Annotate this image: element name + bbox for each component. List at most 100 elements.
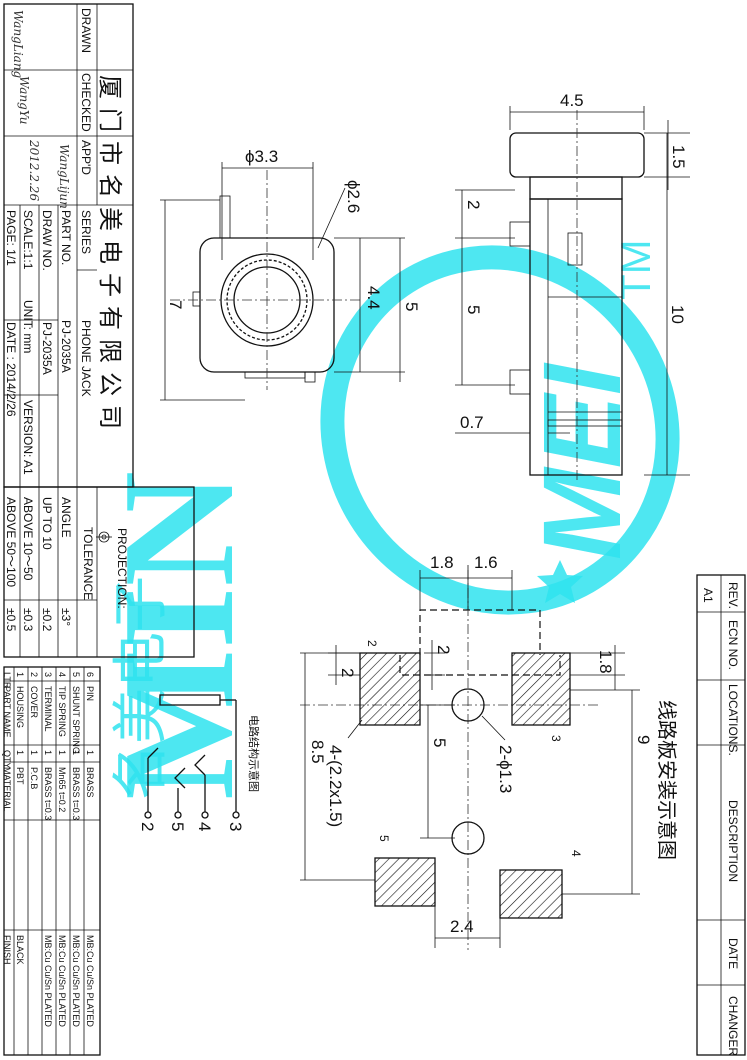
scale-text: SCALE:1:1 [21,210,35,270]
bom-cell-3-0: 3 [43,672,53,677]
watermark-tm: TM [612,239,659,300]
bom-header-0: LTR [2,672,12,689]
rev-header-4: DATE [726,938,740,969]
projection-symbol-icon [96,531,112,543]
projection-label: PROJECTION: [115,528,129,609]
drawn-signature: WangLiang [11,10,25,79]
tol-value-3: ±0.5 [4,608,18,632]
side-view: 4.5 1.5 2 5 10 0.7 [455,91,690,480]
dim-phi33: ϕ3.3 [245,147,278,166]
tol-range-1: UP TO 10 [40,497,54,550]
dim-5c: 5 [430,738,449,747]
pad-5 [374,857,436,907]
dim-9: 9 [634,735,653,744]
revision-table: REV. ECN NO. LOCATIONS. DESCRIPTION DATE… [696,574,746,1056]
appd-signature: WangLijun [57,144,71,209]
pin-5 [174,811,182,819]
schematic-pin-2: 2 [138,822,157,831]
bom-header-4: FINISH [2,935,12,965]
dim-07: 0.7 [460,413,484,432]
tol-range-2: ABOVE 10～50 [21,497,35,581]
pin-4 [201,811,209,819]
bom-cell-2-2: 1 [57,750,67,755]
bom-cell-5-0: 1 [15,672,25,677]
tol-value-1: ±0.2 [40,608,54,632]
dim-24: 2.4 [450,917,474,936]
tol-value-0: ±3° [59,608,73,626]
rev-header-0: REV. [726,582,740,609]
watermark-cn: 名美电子 [109,576,174,800]
appd-label: APP'D [79,140,93,175]
dim-phi26: ϕ2.6 [344,180,363,213]
bom-cell-4-3: P.C.B [29,767,39,789]
series-value: PHONE JACK [79,320,93,397]
bom-cell-3-4: MB:Cu Cu/Sn PLATED [43,935,53,1027]
pin-3 [232,811,240,819]
bom-cell-1-4: MB:Cu Cu/Sn PLATED [71,935,81,1027]
bom-cell-3-2: 1 [43,750,53,755]
appd-date: 2012.2.26 [27,139,41,201]
bom-cell-5-2: 1 [15,750,25,755]
dim-44: 4.4 [364,286,383,310]
dim-hole: 2-ϕ1.3 [496,745,515,793]
bom-cell-0-2: 1 [85,750,95,755]
bom-cell-5-3: PBT [15,767,25,785]
bom-cell-4-0: 2 [29,672,39,677]
pad-2 [359,652,421,726]
rev-header-3: DESCRIPTION [726,800,740,882]
schematic-pin-4: 4 [195,822,214,831]
rev-header-5: CHANGER [726,996,740,1056]
pcb-footprint: 2 3 5 4 1.8 1.6 2 2 1.8 2-ϕ1.3 4-(2.2x1.… [300,553,679,950]
dim-5a: 5 [402,302,421,311]
bom-cell-1-1: SHUNT SPRING [71,686,81,754]
pad-label-5: 5 [377,835,391,842]
bom-cell-1-3: BRASS t=0.3 [71,767,81,820]
schematic-title: 电路结构示意图 [247,715,261,792]
dim-18b: 1.8 [596,650,615,674]
draw-no-value: PJ-2035A [40,322,54,375]
bom-cell-5-4: BLACK [15,935,25,965]
bom-cell-4-2: 1 [29,750,39,755]
dim-2b: 2 [338,668,357,677]
dim-7: 7 [166,300,185,309]
tol-value-2: ±0.3 [21,608,35,632]
dim-85: 8.5 [308,740,327,764]
dim-10: 10 [668,305,687,324]
bom-header-3: MATERIAL [2,767,12,811]
rev-header-1: ECN NO. [726,620,740,670]
pad-label-4: 4 [569,850,583,857]
dim-5b: 5 [464,305,483,314]
dim-15: 1.5 [669,145,688,169]
dim-16: 1.6 [474,553,498,572]
circuit-schematic: 2 5 4 3 电路结构示意图 [138,694,261,831]
bom-cell-1-0: 5 [71,672,81,677]
date-text: DATE : 2014/2/26 [4,322,18,417]
unit-text: UNIT: mm [21,300,35,353]
pin-2 [144,811,152,819]
draw-no-label: DRAW NO. [40,210,54,271]
pad-label-3: 3 [549,735,563,742]
top-view: ϕ3.3 ϕ2.6 7 4.4 5 [160,147,421,401]
schematic-pin-3: 3 [226,822,245,831]
dim-2a: 2 [464,200,483,209]
watermark-min: MIN [89,471,267,800]
bom-cell-4-1: COVER [29,686,39,719]
pad-4 [499,869,563,919]
bom-cell-2-1: TIP SPRING [57,686,67,737]
part-no-label: PART NO. [59,210,73,265]
tolerance-table: PROJECTION: TOLERANCE ANGLE ±3° UP TO 10… [3,486,195,658]
watermark-star-icon [537,560,583,603]
bom-cell-0-1: PIN [85,686,95,701]
bom-cell-3-1: TERMINAL [43,686,53,732]
watermark-ring [320,245,680,615]
pad-3 [511,652,571,726]
pcb-title: 线路板安装示意图 [655,700,679,860]
bom-cell-1-2: 1 [71,750,81,755]
part-no-value: PJ-2035A [59,320,73,373]
rev-value-0: A1 [701,588,715,603]
dim-18a: 1.8 [430,553,454,572]
bom-header-2: QTY [2,750,12,769]
pad-label-2: 2 [365,640,379,647]
